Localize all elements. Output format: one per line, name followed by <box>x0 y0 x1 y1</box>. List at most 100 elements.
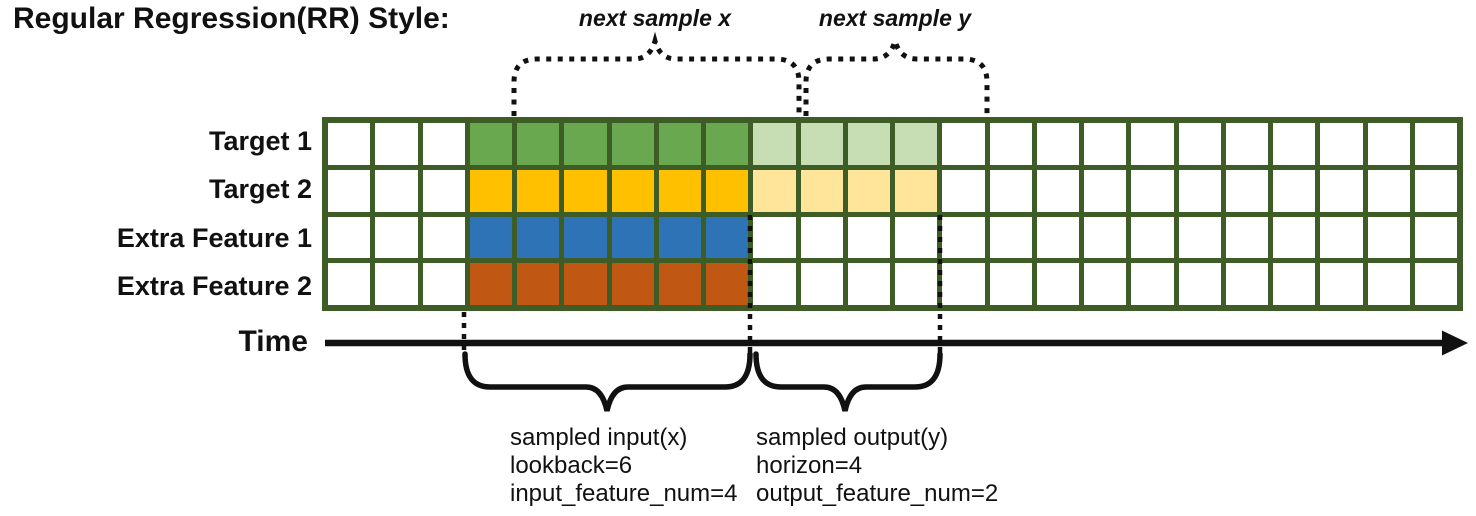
grid-cell <box>1367 169 1410 212</box>
grid-cell <box>422 263 465 305</box>
grid-cell <box>1320 216 1363 259</box>
row-label-target-2: Target 2 <box>208 174 312 205</box>
row-label-extra-feature-2: Extra Feature 2 <box>116 271 312 302</box>
grid-cell <box>1273 169 1316 212</box>
grid-cell <box>1225 123 1268 165</box>
grid-cell <box>658 169 701 212</box>
grid-cell <box>847 263 890 305</box>
grid-cell <box>564 216 607 259</box>
grid-cell <box>1414 263 1457 305</box>
grid-cell <box>375 263 418 305</box>
sampled-output-brace <box>753 351 943 412</box>
next-sample-x-label: next sample x <box>578 5 732 31</box>
grid-cell <box>800 123 843 165</box>
grid-cell <box>1225 216 1268 259</box>
grid-cell <box>1414 216 1457 259</box>
grid-cell <box>564 263 607 305</box>
grid-cell <box>989 169 1032 212</box>
grid-cell <box>517 263 560 305</box>
grid-cell <box>942 169 985 212</box>
grid-cell <box>611 169 654 212</box>
grid-cell <box>753 216 796 259</box>
grid-cell <box>800 169 843 212</box>
grid-cell <box>1273 123 1316 165</box>
grid-cell <box>1084 263 1127 305</box>
grid-cell <box>469 263 512 305</box>
next-sample-y-brace <box>803 31 990 116</box>
grid-cell <box>658 216 701 259</box>
grid-cell <box>989 216 1032 259</box>
grid-cell <box>1131 216 1174 259</box>
grid-cell <box>1131 263 1174 305</box>
grid-cell <box>469 169 512 212</box>
grid-cell <box>1178 263 1221 305</box>
sampled-input-note: sampled input(x) lookback=6 input_featur… <box>510 424 738 508</box>
grid-cell <box>1367 123 1410 165</box>
grid-cell <box>469 216 512 259</box>
sampled-input-title: sampled input(x) <box>510 424 688 451</box>
grid-cell <box>800 263 843 305</box>
grid-cell <box>375 123 418 165</box>
grid-cell <box>1273 216 1316 259</box>
grid-cell <box>1367 216 1410 259</box>
grid-cell <box>564 123 607 165</box>
grid-cell <box>942 263 985 305</box>
grid-cell <box>517 123 560 165</box>
grid-cell <box>469 123 512 165</box>
lookback-value: lookback=6 <box>510 452 633 479</box>
grid-cell <box>1178 216 1221 259</box>
grid-cell <box>1084 123 1127 165</box>
grid-cell <box>1225 169 1268 212</box>
grid-cell <box>1414 169 1457 212</box>
grid-cell <box>1036 216 1079 259</box>
grid-cell <box>1414 123 1457 165</box>
grid-cell <box>1320 169 1363 212</box>
grid-cell <box>328 123 371 165</box>
grid-cell <box>422 169 465 212</box>
grid-cell <box>895 123 938 165</box>
sample-grid <box>322 117 1463 311</box>
time-arrow-head <box>1442 330 1468 356</box>
grid-cell <box>1131 123 1174 165</box>
grid-cell <box>328 216 371 259</box>
grid-cell <box>1178 123 1221 165</box>
grid-cell <box>895 169 938 212</box>
grid-cell <box>375 169 418 212</box>
grid-cell <box>706 263 749 305</box>
grid-cell <box>422 123 465 165</box>
grid-cell <box>1320 123 1363 165</box>
grid-cell <box>328 263 371 305</box>
grid-cell <box>1036 263 1079 305</box>
grid-cell <box>517 216 560 259</box>
grid-cell <box>517 169 560 212</box>
grid-cell <box>1225 263 1268 305</box>
grid-cell <box>328 169 371 212</box>
grid-cell <box>847 216 890 259</box>
grid-cell <box>895 216 938 259</box>
grid-cell <box>989 263 1032 305</box>
grid-cell <box>1036 123 1079 165</box>
grid-cell <box>611 123 654 165</box>
grid-cell <box>1036 169 1079 212</box>
grid-cell <box>895 263 938 305</box>
grid-cell <box>989 123 1032 165</box>
grid-cell <box>800 216 843 259</box>
grid-cell <box>847 123 890 165</box>
grid-cell <box>942 216 985 259</box>
grid-cell <box>1131 169 1174 212</box>
grid-cell <box>753 263 796 305</box>
grid-cell <box>1320 263 1363 305</box>
grid-cell <box>658 123 701 165</box>
next-sample-x-brace <box>511 31 802 116</box>
grid-cell <box>847 169 890 212</box>
input-feature-num: input_feature_num=4 <box>510 480 738 507</box>
sampled-output-note: sampled output(y) horizon=4 output_featu… <box>756 424 998 508</box>
row-label-target-1: Target 1 <box>208 125 312 156</box>
grid-cell <box>753 169 796 212</box>
sampled-output-title: sampled output(y) <box>756 424 949 451</box>
grid-cell <box>611 216 654 259</box>
grid-cell <box>611 263 654 305</box>
grid-cell <box>1178 169 1221 212</box>
grid-cell <box>706 216 749 259</box>
